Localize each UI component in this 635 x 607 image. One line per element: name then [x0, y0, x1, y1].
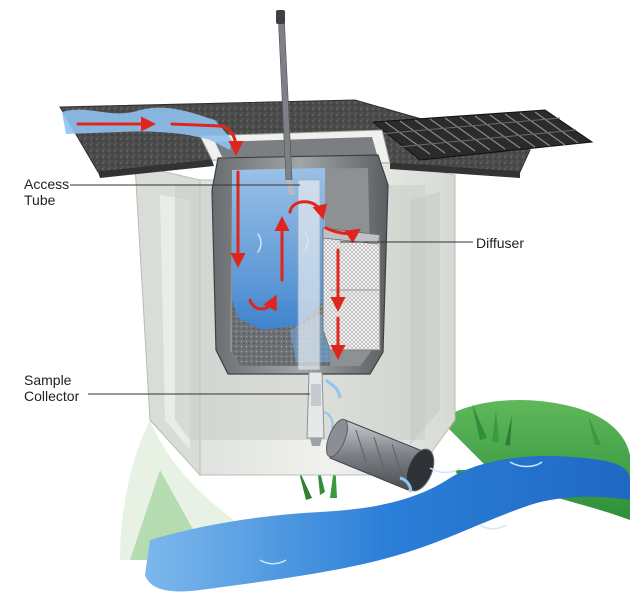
stream [145, 456, 630, 592]
frame-collar [199, 129, 391, 164]
diffuser-label: Diffuser [476, 235, 524, 251]
diffuser-screen [322, 227, 381, 351]
access-tube-pipe [276, 10, 321, 371]
flow-arrows [76, 116, 361, 360]
access-tube-label-line2: Tube [24, 192, 56, 208]
storm-grate [371, 109, 594, 161]
sample-collector-label: Sample Collector [24, 372, 79, 404]
sample-collector-label-line1: Sample [24, 372, 72, 388]
access-tube-label: Access Tube [24, 176, 69, 208]
leader-lines [70, 184, 473, 395]
outlet-pipe [325, 418, 435, 492]
sample-collector [306, 371, 342, 446]
sample-collector-label-line2: Collector [24, 388, 80, 404]
access-tube-label-line1: Access [24, 176, 70, 192]
